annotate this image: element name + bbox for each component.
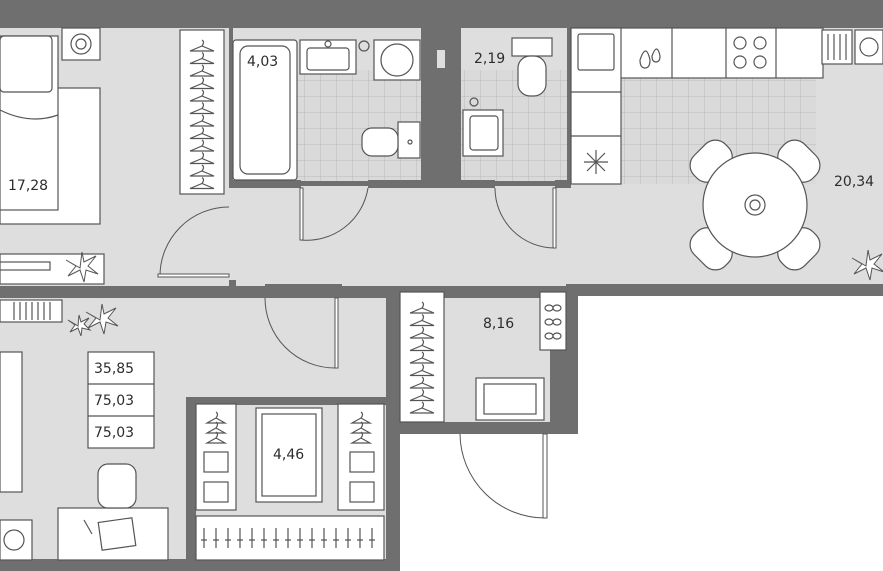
desk <box>57 463 169 561</box>
living-area: 35,85 <box>94 361 134 377</box>
room-area-wardrobe: 4,46 <box>273 447 304 463</box>
plant-kitchen-icon <box>851 249 883 281</box>
bed <box>0 35 101 225</box>
rail-hanger-icon <box>225 528 231 548</box>
hanger-icon <box>409 401 435 414</box>
hanger-icon <box>189 89 215 102</box>
rail-hanger-icon <box>321 528 327 548</box>
hanger-icon <box>409 339 435 352</box>
wardrobe-fixtures <box>195 403 385 561</box>
radiator-kitchen <box>821 29 883 65</box>
rail-hanger-icon <box>273 528 279 548</box>
rail-hanger-icon <box>357 528 363 548</box>
hanger-icon <box>204 411 228 424</box>
area-summary-table: 35,85 75,03 75,03 <box>87 351 155 449</box>
hanger-icon <box>409 351 435 364</box>
small-sink-icon <box>462 97 504 157</box>
room-area-bedroom: 17,28 <box>8 178 48 194</box>
rail-hanger-icon <box>285 528 291 548</box>
hanger-icon <box>409 326 435 339</box>
hanger-icon <box>189 64 215 77</box>
rail-hanger-icon <box>369 528 375 548</box>
room-area-kitchen: 20,34 <box>834 174 874 190</box>
toilet-icon <box>511 37 553 97</box>
hanger-rail-bedroom <box>179 29 225 195</box>
hanger-icon <box>409 301 435 314</box>
hanger-icon <box>189 77 215 90</box>
hanger-icon <box>349 431 373 444</box>
kitchen-counter <box>570 27 824 185</box>
room-area-toilet: 2,19 <box>474 51 505 67</box>
hanger-icon <box>409 389 435 402</box>
washer-icon <box>61 27 101 61</box>
hanger-icon <box>409 364 435 377</box>
toilet-bath-icon <box>361 121 421 159</box>
hanger-icon <box>409 314 435 327</box>
hanger-icon <box>189 177 215 190</box>
hanger-icon <box>204 421 228 434</box>
doors <box>157 187 557 519</box>
hanger-icon <box>189 139 215 152</box>
rail-hanger-icon <box>333 528 339 548</box>
rail-hanger-icon <box>261 528 267 548</box>
interior-walls <box>0 28 883 571</box>
hanger-icon <box>189 114 215 127</box>
radiator-left <box>0 299 63 323</box>
washer-left-icon <box>0 519 33 561</box>
bathtub <box>232 39 298 181</box>
hanger-icon <box>189 152 215 165</box>
rail-hanger-icon <box>297 528 303 548</box>
hanger-icon <box>189 52 215 65</box>
rail-hanger-icon <box>249 528 255 548</box>
hanger-icon <box>189 39 215 52</box>
room-area-bathroom: 4,03 <box>247 54 278 70</box>
hanger-icon <box>349 421 373 434</box>
room-area-hall: 8,16 <box>483 316 514 332</box>
hanger-icon <box>189 127 215 140</box>
shoe-rack-icon <box>539 291 567 351</box>
hanger-icon <box>349 411 373 424</box>
hanger-icon <box>189 102 215 115</box>
doormat <box>475 377 545 421</box>
sink-icon <box>299 39 370 75</box>
rail-hanger-icon <box>309 528 315 548</box>
total-area: 75,03 <box>94 393 134 409</box>
rail-hanger-icon <box>237 528 243 548</box>
hanger-icon <box>409 376 435 389</box>
dining-table <box>689 139 821 271</box>
plant-icon <box>65 251 99 283</box>
hanger-icon <box>204 431 228 444</box>
rail-hanger-icon <box>213 528 219 548</box>
total-area-balcony: 75,03 <box>94 425 134 441</box>
hanger-icon <box>189 164 215 177</box>
rail-hanger-icon <box>201 528 207 548</box>
rail-hanger-icon <box>345 528 351 548</box>
sofa <box>0 351 23 493</box>
washer-bath-icon <box>373 39 421 81</box>
plant-left-icon <box>67 303 119 337</box>
